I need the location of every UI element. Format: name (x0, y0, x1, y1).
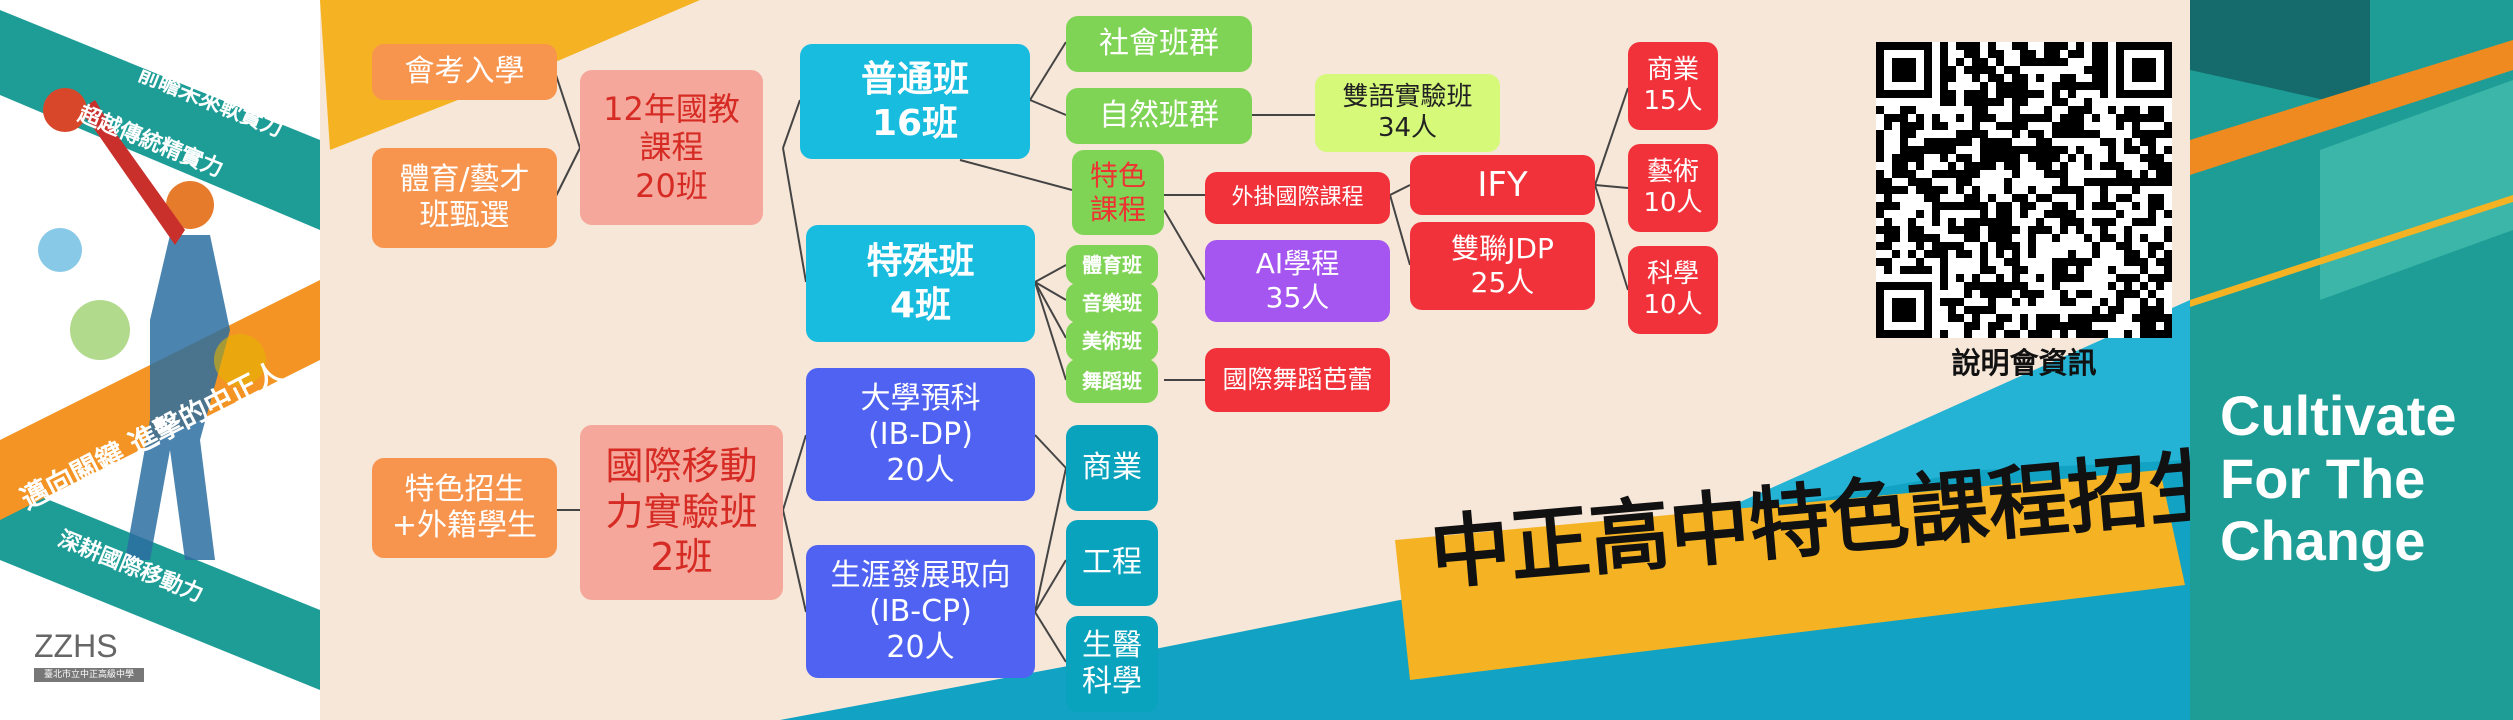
paint-splash-1 (70, 300, 130, 360)
slogan: Cultivate For The Change (2220, 384, 2457, 573)
teal-swoosh-bottom-light (1700, 300, 2190, 520)
node-ify-arts: 藝術 10人 (1628, 144, 1718, 232)
paint-splash-2 (214, 334, 266, 386)
node-dance-class: 舞蹈班 (1066, 359, 1158, 403)
connector (1594, 184, 1629, 189)
node-cp-biomed: 生醫 科學 (1066, 616, 1158, 712)
connector (1034, 281, 1067, 339)
left-poster: 前瞻未來軟實力 超越傳統精實力 邁向關鍵 進擊的中正人 深耕國際移動力 ZZHS… (0, 0, 320, 720)
node-music-class: 音樂班 (1066, 283, 1158, 323)
connector (1034, 434, 1067, 469)
node-ify-science: 科學 10人 (1628, 246, 1718, 334)
node-intl-mobility-class: 國際移動 力實驗班 2班 (580, 425, 783, 600)
connector (1034, 264, 1067, 283)
node-exam-entry: 會考入學 (372, 44, 557, 100)
node-ibdp: 大學預科 (IB-DP) 20人 (806, 368, 1035, 501)
connector (1163, 209, 1206, 281)
node-ify-business: 商業 15人 (1628, 42, 1718, 130)
slogan-line-3: Change (2220, 509, 2426, 573)
connector (1034, 611, 1067, 663)
connector (959, 159, 1073, 191)
node-special-recruit: 特色招生 +外籍學生 (372, 458, 557, 558)
qr-code[interactable] (1876, 42, 2172, 338)
connector (782, 509, 807, 613)
dark-teal-block (2190, 0, 2370, 110)
node-sports-art-selection: 體育/藝才 班甄選 (372, 148, 557, 248)
connector (1594, 87, 1629, 186)
node-feature-course: 特色 課程 (1072, 150, 1164, 235)
connector (1389, 184, 1411, 196)
node-ify: IFY (1410, 155, 1595, 215)
thin-yellow-line (2190, 195, 2513, 307)
node-jdp: 雙聯JDP 25人 (1410, 222, 1595, 310)
connector (1034, 281, 1067, 381)
left-poster-art (0, 10, 320, 690)
connector (1389, 194, 1411, 266)
node-cp-engineering: 工程 (1066, 520, 1158, 606)
node-ai-program: AI學程 35人 (1205, 240, 1390, 322)
player-arm (80, 100, 185, 245)
connector (1029, 99, 1067, 116)
right-panel-art (2190, 0, 2513, 307)
node-intl-course-addon: 外掛國際課程 (1205, 172, 1390, 224)
connector (782, 434, 807, 511)
yellow-paint-strip (1395, 470, 2185, 680)
player-head (166, 181, 214, 229)
connector (1594, 184, 1629, 291)
node-12yr-curriculum: 12年國教 課程 20班 (580, 70, 763, 225)
qr-code-pattern (1876, 42, 2172, 338)
teal-band-top (0, 10, 320, 230)
orange-stripe (2190, 40, 2513, 175)
school-logo: ZZHS (34, 628, 118, 664)
node-sports-class: 體育班 (1066, 245, 1158, 285)
connector (1034, 467, 1067, 613)
connector (554, 147, 581, 199)
node-art-class: 美術班 (1066, 321, 1158, 361)
ball-icon (43, 88, 87, 132)
connector (782, 147, 807, 283)
node-regular-class: 普通班 16班 (800, 44, 1030, 159)
slogan-line-1: Cultivate (2220, 384, 2457, 447)
player-figure (125, 235, 230, 560)
node-special-class: 特殊班 4班 (806, 225, 1035, 342)
qr-label: 說明會資訊 (1951, 346, 2097, 380)
connector (554, 71, 581, 149)
paint-splash-3 (38, 228, 82, 272)
node-bilingual-class: 雙語實驗班 34人 (1315, 74, 1500, 152)
school-logo-subtitle: 臺北市立中正高級中學 (34, 668, 144, 682)
node-cp-business: 商業 (1066, 425, 1158, 511)
connector (1029, 41, 1067, 101)
node-ibcp: 生涯發展取向 (IB-CP) 20人 (806, 545, 1035, 678)
connector (782, 99, 801, 149)
connector (1034, 281, 1067, 301)
slogan-line-2: For The (2220, 446, 2426, 510)
right-panel (2190, 0, 2513, 720)
node-intl-ballet: 國際舞蹈芭蕾 (1205, 348, 1390, 412)
teal-band-bottom (0, 480, 320, 690)
node-social-group: 社會班群 (1066, 16, 1252, 72)
connector (1034, 559, 1067, 613)
node-natural-group: 自然班群 (1066, 88, 1252, 144)
